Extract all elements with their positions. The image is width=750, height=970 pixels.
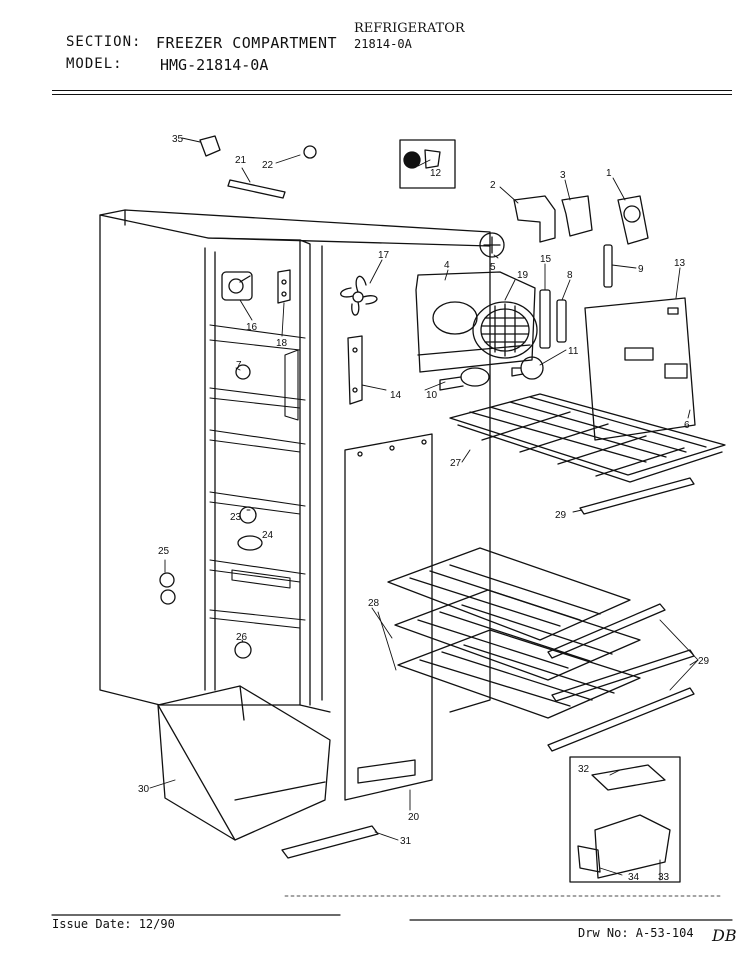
wire-shelves-lower <box>387 547 641 719</box>
callout-18: 18 <box>276 338 288 349</box>
callout-34: 34 <box>628 872 640 883</box>
thermostat-control <box>221 271 253 301</box>
light-housing <box>439 367 490 391</box>
callout-labels: 35 21 22 12 2 3 1 4 5 13 15 8 9 17 19 18… <box>138 134 710 883</box>
callout-32: 32 <box>578 764 590 775</box>
callout-10: 10 <box>426 390 438 401</box>
callout-29-top: 29 <box>555 510 567 521</box>
callout-21: 21 <box>235 155 247 166</box>
control-bracket <box>277 269 291 304</box>
issue-date: Issue Date: 12/90 <box>52 917 175 931</box>
callout-17: 17 <box>378 250 390 261</box>
callout-28: 28 <box>368 598 380 609</box>
model-value: HMG-21814-0A <box>160 56 269 74</box>
leader-lines <box>149 137 699 881</box>
section-label: SECTION: <box>66 34 142 50</box>
callout-16: 16 <box>246 322 258 333</box>
light-socket <box>479 232 505 258</box>
ice-tray-inset <box>569 756 681 883</box>
callout-11: 11 <box>568 346 579 357</box>
callout-23: 23 <box>230 512 242 523</box>
fan-blade <box>340 275 378 316</box>
liner-shelf-ledges <box>209 324 306 629</box>
callout-31: 31 <box>400 836 412 847</box>
callout-13: 13 <box>674 258 686 269</box>
callout-35: 35 <box>172 134 184 145</box>
callout-15: 15 <box>540 254 552 265</box>
callout-29-right: 29 <box>698 656 710 667</box>
callout-26: 26 <box>236 632 248 643</box>
product-number: 21814-0A <box>354 37 412 51</box>
wire-shelf-top <box>449 393 726 483</box>
top-fasteners <box>199 135 317 199</box>
callout-27: 27 <box>450 458 462 469</box>
product-title: REFRIGERATOR <box>354 21 465 36</box>
callout-20: 20 <box>408 812 420 823</box>
callout-3: 3 <box>560 170 566 181</box>
divider-panel <box>344 433 433 801</box>
bin-rail <box>281 825 379 859</box>
control-knob-box <box>399 139 456 189</box>
callout-4: 4 <box>444 260 450 271</box>
callout-14: 14 <box>390 390 402 401</box>
drafter-initials: DB <box>712 926 737 945</box>
freezer-bin <box>157 685 331 841</box>
header-rule-bottom <box>52 94 732 95</box>
callout-9: 9 <box>638 264 644 275</box>
callout-5: 5 <box>490 262 496 273</box>
callout-8: 8 <box>567 270 573 281</box>
back-panel <box>584 297 696 441</box>
evaporator-cover <box>415 271 536 373</box>
callout-1: 1 <box>606 168 612 179</box>
shelf-rails <box>547 477 695 752</box>
model-label: MODEL: <box>66 56 123 72</box>
callout-24: 24 <box>262 530 274 541</box>
fan-bracket <box>347 335 363 405</box>
light-bulb <box>511 356 544 380</box>
callout-6: 6 <box>684 420 690 431</box>
hinge-brackets <box>513 195 649 245</box>
callout-7: 7 <box>236 360 242 371</box>
header-rule-top <box>52 90 732 91</box>
cabinet-outline <box>99 209 491 713</box>
drawing-number: Drw No: A-53-104 <box>578 926 694 940</box>
callout-12: 12 <box>430 168 442 179</box>
callout-33: 33 <box>658 872 670 883</box>
callout-2: 2 <box>490 180 496 191</box>
callout-22: 22 <box>262 160 274 171</box>
callout-25: 25 <box>158 546 170 557</box>
section-value: FREEZER COMPARTMENT <box>156 34 338 52</box>
callout-30: 30 <box>138 784 150 795</box>
fan-grille <box>472 301 538 359</box>
callout-19: 19 <box>517 270 529 281</box>
